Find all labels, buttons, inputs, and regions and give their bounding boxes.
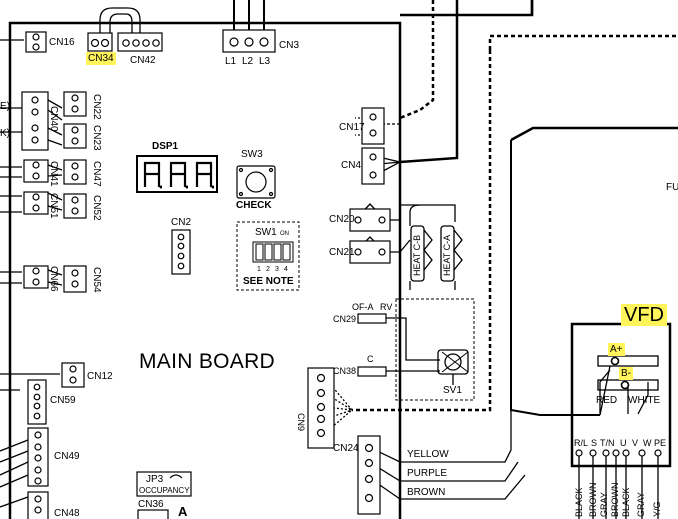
vfd-wire-color-label: Y/G — [652, 501, 662, 517]
vfd-terminal-label: PE — [654, 438, 667, 448]
cn47-label: CN47 — [91, 161, 102, 187]
cn52-label: CN52 — [91, 195, 102, 221]
vfd-red-label: RED — [596, 395, 618, 406]
vfd-wire-color-label: BLACK — [574, 487, 584, 517]
sw1-on-label: ON — [280, 231, 289, 237]
vfd-title: VFD — [621, 304, 667, 326]
dip-4-label: 4 — [284, 266, 288, 273]
sv1-label: SV1 — [443, 385, 462, 396]
vfd-terminal-label: T/N — [600, 438, 615, 448]
dip-3-label: 3 — [275, 266, 279, 273]
left-k-label: K) — [0, 128, 10, 139]
vfd-wire-color-label: BROWN — [588, 482, 598, 518]
cn36-label: CN36 — [138, 499, 164, 510]
cn16-label: CN16 — [49, 37, 75, 48]
vfd-wire-color-label: BLACK — [621, 487, 631, 517]
cn49-label: CN49 — [54, 451, 80, 462]
check-label: CHECK — [236, 200, 272, 211]
cn3-label: CN3 — [279, 40, 300, 51]
sw3-label: SW3 — [241, 149, 263, 160]
vfd-a-plus-label: A+ — [608, 343, 625, 356]
vfd-white-label: WHITE — [628, 395, 661, 406]
wire-brown-label: BROWN — [407, 487, 446, 498]
cn21-label: CN21 — [329, 247, 355, 258]
dip-1-label: 1 — [257, 266, 261, 273]
jumper-a-label: A — [178, 504, 188, 519]
cn22-label: CN22 — [91, 94, 102, 120]
cn40-label: CN40 — [48, 106, 59, 132]
c-label: C — [367, 354, 374, 364]
occupancy-label: OCCUPANCY — [139, 486, 190, 495]
cn2-label: CN2 — [171, 217, 192, 228]
fu-fragment-label: FU — [666, 182, 678, 193]
l3-label: L3 — [259, 56, 271, 67]
vfd-wire-color-label: BROWN — [610, 482, 620, 518]
cn4-label: CN4 — [341, 160, 362, 171]
cn34-label: CN34 — [86, 52, 116, 65]
cn24-label: CN24 — [333, 443, 359, 454]
cn17-label: CN17 — [339, 122, 365, 133]
cn41-label: CN41 — [48, 161, 59, 187]
digit-icon — [195, 161, 214, 189]
dip-2-label: 2 — [266, 266, 270, 273]
vfd-terminal-label: R/L — [574, 438, 589, 448]
digit-icon — [169, 161, 188, 189]
cn51-label: CN51 — [48, 193, 59, 219]
vfd-terminal-label: W — [643, 438, 652, 448]
vfd-wire-color-label: GRAY — [636, 492, 646, 517]
wire-purple-label: PURPLE — [407, 468, 448, 479]
cn29-label: CN29 — [333, 314, 357, 324]
heat-ca-label: HEAT C-A — [442, 234, 452, 276]
vfd-b-minus-label: B- — [619, 367, 633, 380]
jp3-label: JP3 — [146, 474, 164, 485]
vfd-terminal-label: U — [620, 438, 627, 448]
cn20-label: CN20 — [329, 214, 355, 225]
cn48-label: CN48 — [54, 508, 80, 519]
cn66-label: CN66 — [48, 266, 59, 292]
wire-yellow-label: YELLOW — [407, 449, 449, 460]
l1-label: L1 — [225, 56, 237, 67]
heat-cb-label: HEAT C-B — [412, 234, 422, 276]
vfd-terminal-label: V — [632, 438, 639, 448]
see-note-label: SEE NOTE — [243, 276, 294, 287]
cn59-label: CN59 — [50, 395, 76, 406]
dsp1-label: DSP1 — [152, 141, 179, 152]
cn23-label: CN23 — [91, 125, 102, 151]
cn9-label: CN9 — [296, 413, 306, 432]
left-e-label: E) — [0, 101, 10, 112]
cn54-label: CN54 — [91, 267, 102, 293]
board-title: MAIN BOARD — [139, 350, 276, 373]
digit-icon — [143, 161, 162, 189]
cn42-label: CN42 — [130, 55, 156, 66]
seven-segment-display — [136, 155, 218, 193]
sw1-label: SW1 — [255, 227, 277, 238]
cn12-label: CN12 — [87, 371, 113, 382]
l2-label: L2 — [242, 56, 254, 67]
vfd-wire-color-label: GRAY — [599, 492, 609, 517]
main-board-outline — [8, 21, 402, 519]
rv-label: RV — [380, 302, 393, 312]
vfd-terminal-label: S — [591, 438, 598, 448]
of-a-label: OF-A — [352, 302, 374, 312]
cn38-label: CN38 — [333, 366, 357, 376]
